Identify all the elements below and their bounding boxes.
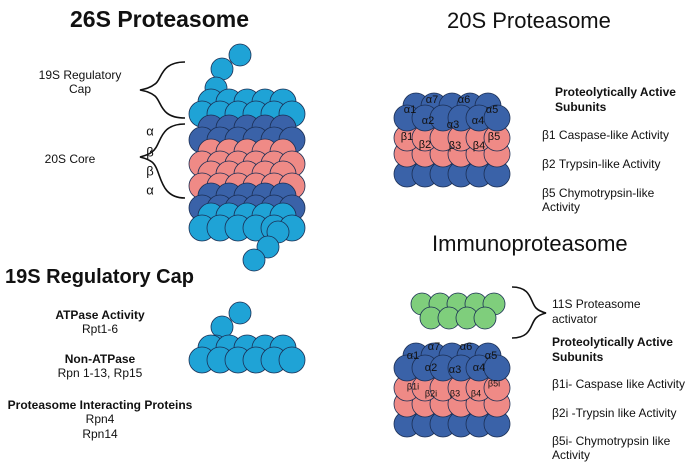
cap-label: 19S Regulatory Cap bbox=[38, 68, 122, 96]
imm-alpha-label-3: α5 bbox=[485, 350, 497, 362]
standalone-cap-0 bbox=[228, 301, 252, 325]
cap-subunit-top-0 bbox=[228, 43, 252, 67]
immunoproteasome-title: Immunoproteasome bbox=[432, 231, 628, 256]
proteasome-20s-title: 20S Proteasome bbox=[447, 8, 611, 33]
interacting-proteins-detail: Rpn4 Rpn14 bbox=[82, 412, 118, 441]
imm-alpha-label-1: α7 bbox=[428, 341, 440, 353]
standalone-cap-ring-front-5 bbox=[278, 346, 306, 374]
ring-letter-1: β bbox=[146, 144, 153, 159]
imm-alpha-label-6: α4 bbox=[473, 362, 485, 374]
atpase-detail: Rpt1-6 bbox=[81, 322, 119, 336]
atpase-heading: ATPase Activity bbox=[55, 308, 145, 322]
activity-beta2i: β2i -Trypsin like Activity bbox=[552, 406, 677, 420]
p20-beta-label-0: β1 bbox=[401, 131, 413, 143]
activator-front-3 bbox=[473, 306, 497, 330]
p20-alpha-label-6: α4 bbox=[472, 115, 484, 127]
p20-alpha-front-5 bbox=[483, 104, 511, 132]
p20-alpha-label-1: α7 bbox=[426, 94, 438, 106]
imm-alpha-label-5: α3 bbox=[449, 364, 461, 376]
non-atpase-detail: Rpn 1-13, Rp15 bbox=[57, 366, 143, 380]
active-subunits-heading: Proteolytically Active Subunits bbox=[555, 85, 676, 114]
activity-beta5: β5 Chymotrypsin-like Activity bbox=[542, 186, 655, 214]
p20-beta-label-2: β3 bbox=[449, 140, 461, 152]
proteasome-26s-title: 26S Proteasome bbox=[70, 6, 249, 32]
imm-beta-label-3: β4 bbox=[471, 388, 481, 398]
immuno-active-subunits-heading: Proteolytically Active Subunits bbox=[552, 335, 673, 364]
imm-alpha-label-4: α2 bbox=[425, 362, 437, 374]
ring-letter-2: β bbox=[146, 163, 153, 178]
imm-beta-label-2: β3 bbox=[450, 388, 460, 398]
p20-beta-label-4: β5 bbox=[488, 131, 500, 143]
regulatory-cap-model bbox=[188, 301, 306, 374]
cap-tail-2 bbox=[242, 248, 266, 272]
activity-beta5i: β5i- Chymotrypsin like Activity bbox=[552, 434, 671, 462]
imm-beta-label-0: β1i bbox=[407, 381, 419, 391]
ring-letter-0: α bbox=[146, 123, 154, 138]
immunoproteasome-model: α1 α7 α6 α5 α2 α3 α4 β1i β2i β3 β4 β5i bbox=[393, 292, 511, 438]
p20-alpha-label-0: α1 bbox=[404, 104, 416, 116]
core-brace bbox=[139, 123, 186, 199]
non-atpase-heading: Non-ATPase bbox=[64, 352, 136, 366]
p20-alpha-label-4: α2 bbox=[422, 115, 434, 127]
p20-alpha-label-3: α5 bbox=[486, 104, 498, 116]
cap-subunit-top-1 bbox=[210, 57, 234, 81]
p20-beta-label-3: β4 bbox=[473, 140, 485, 152]
p20-alpha-label-2: α6 bbox=[458, 94, 470, 106]
ring-letter-3: α bbox=[146, 182, 154, 197]
cap-brace bbox=[139, 61, 186, 119]
imm-beta-label-4: β5i bbox=[488, 378, 500, 388]
activator-brace bbox=[511, 286, 547, 339]
activity-beta1: β1 Caspase-like Activity bbox=[542, 128, 669, 142]
p20-alpha-label-5: α3 bbox=[447, 119, 459, 131]
activity-beta1i: β1i- Caspase like Activity bbox=[552, 377, 685, 391]
imm-alpha-front-5 bbox=[483, 354, 511, 382]
imm-alpha-label-2: α6 bbox=[460, 341, 472, 353]
activity-beta2: β2 Trypsin-like Activity bbox=[542, 157, 661, 171]
interacting-proteins-heading: Proteasome Interacting Proteins bbox=[7, 398, 193, 412]
proteasome-26s-model bbox=[188, 43, 306, 272]
core-label: 20S Core bbox=[44, 152, 96, 166]
activator-label: 11S Proteasome activator bbox=[552, 297, 641, 326]
p20-beta-label-1: β2 bbox=[419, 139, 431, 151]
imm-beta-label-1: β2i bbox=[425, 388, 437, 398]
imm-alpha-label-0: α1 bbox=[407, 350, 419, 362]
regulatory-cap-title: 19S Regulatory Cap bbox=[5, 266, 194, 288]
